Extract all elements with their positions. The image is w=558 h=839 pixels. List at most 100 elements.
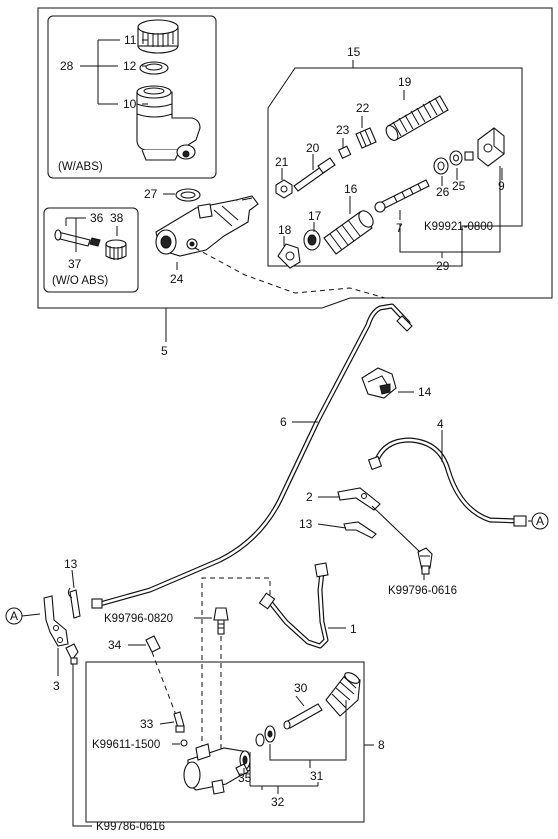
callout-24: 24 bbox=[170, 272, 184, 286]
callout-26: 26 bbox=[436, 185, 450, 199]
reservoir-with-abs-box bbox=[47, 15, 217, 179]
callout-2: 2 bbox=[306, 490, 313, 504]
callout-1: 1 bbox=[350, 622, 357, 636]
release-boot-icon bbox=[325, 672, 361, 717]
callout-6: 6 bbox=[280, 415, 287, 429]
release-cylinder-body-icon bbox=[183, 743, 251, 795]
release-push-rod-icon bbox=[283, 703, 323, 730]
code-k99796-0820: K99796-0820 bbox=[104, 613, 173, 625]
callout-31: 31 bbox=[310, 769, 324, 783]
reservoir-seal-icon bbox=[139, 61, 169, 75]
clutch-pipe-1 bbox=[258, 562, 329, 649]
connection-dash-master-to-pipe bbox=[194, 247, 386, 299]
connection-dash-release-to-pipe bbox=[201, 577, 271, 750]
callout-12: 12 bbox=[123, 59, 137, 73]
piston-seal-icon bbox=[303, 229, 321, 251]
callout-14: 14 bbox=[418, 385, 432, 399]
callout-20: 20 bbox=[306, 141, 320, 155]
callout-29: 29 bbox=[436, 259, 450, 273]
hose-bracket-icon bbox=[337, 487, 381, 511]
bleeder-screw-icon bbox=[173, 711, 185, 733]
code-k99611-1500: K99611-1500 bbox=[92, 739, 160, 751]
bleeder-cap-icon bbox=[145, 635, 161, 653]
mounting-bolt-right-icon bbox=[417, 547, 433, 575]
callout-37: 37 bbox=[68, 257, 82, 271]
callout-27: 27 bbox=[144, 187, 158, 201]
small-washer-icon bbox=[337, 145, 352, 159]
washer-icon bbox=[433, 157, 449, 175]
callout-4: 4 bbox=[437, 417, 444, 431]
callout-8: 8 bbox=[378, 738, 385, 752]
connection-dash-bleeder bbox=[151, 651, 177, 716]
reservoir-cap-icon bbox=[137, 19, 179, 54]
reference-a-right: A bbox=[531, 512, 549, 530]
callout-13-left: 13 bbox=[64, 557, 78, 571]
callout-10: 10 bbox=[123, 97, 137, 111]
crush-washer-icon bbox=[449, 150, 463, 166]
gasket-ring-icon bbox=[175, 188, 201, 202]
code-k99796-0616: K99796-0616 bbox=[388, 585, 457, 597]
dust-boot-icon bbox=[277, 243, 301, 269]
push-rod-icon bbox=[293, 157, 336, 192]
reservoir-tank-icon bbox=[136, 85, 201, 161]
callout-labels: 11 28 12 10 (W/ABS) 15 19 22 23 20 21 16… bbox=[52, 33, 505, 833]
master-cylinder-kit-box bbox=[267, 67, 523, 267]
mounting-bolt-center-icon bbox=[213, 607, 229, 635]
callout-3: 3 bbox=[53, 679, 60, 693]
callout-18: 18 bbox=[278, 223, 292, 237]
callout-17: 17 bbox=[308, 209, 322, 223]
lock-nut-icon bbox=[275, 179, 293, 199]
cup-seal-icon bbox=[355, 127, 377, 149]
callout-30: 30 bbox=[294, 681, 308, 695]
callout-16: 16 bbox=[344, 182, 358, 196]
pipe-clip-icon bbox=[361, 367, 397, 399]
code-k99921-0800: K99921-0800 bbox=[424, 221, 493, 233]
reference-a-left-label: A bbox=[10, 609, 18, 623]
banjo-union-icon bbox=[477, 127, 505, 167]
steel-ball-icon bbox=[180, 739, 188, 747]
reference-a-left: A bbox=[5, 607, 23, 625]
piston-icon bbox=[323, 210, 374, 255]
small-nut-icon bbox=[464, 151, 474, 161]
bolt-icon bbox=[374, 179, 430, 213]
without-abs-note: (W/O ABS) bbox=[52, 275, 108, 287]
release-seal-icon bbox=[255, 725, 276, 747]
hose-connector-icon bbox=[54, 229, 101, 247]
clutch-pipe-6 bbox=[91, 303, 413, 609]
release-cylinder-box bbox=[85, 661, 365, 823]
hose-clip-right-icon bbox=[343, 521, 377, 539]
callout-15: 15 bbox=[347, 45, 361, 59]
callout-35: 35 bbox=[238, 771, 252, 785]
callout-33: 33 bbox=[140, 717, 154, 731]
reference-a-right-label: A bbox=[536, 514, 544, 528]
pipe-bracket-left-icon bbox=[43, 595, 69, 647]
spring-icon bbox=[385, 95, 449, 141]
spring-clip-icon bbox=[235, 763, 249, 777]
callout-11: 11 bbox=[124, 33, 137, 47]
with-abs-note: (W/ABS) bbox=[58, 161, 103, 173]
callout-32: 32 bbox=[271, 795, 285, 809]
callout-36: 36 bbox=[90, 211, 104, 225]
callout-38: 38 bbox=[110, 211, 124, 225]
callout-9: 9 bbox=[498, 179, 505, 193]
callout-5: 5 bbox=[161, 344, 168, 358]
pipe-clip-left-icon bbox=[67, 587, 81, 619]
master-cylinder-group-frame bbox=[37, 7, 553, 309]
callout-25: 25 bbox=[452, 179, 466, 193]
small-reservoir-cap-icon bbox=[105, 239, 127, 260]
mounting-bolt-left-icon bbox=[65, 643, 79, 665]
callout-28: 28 bbox=[60, 59, 74, 73]
leader-lines bbox=[21, 39, 532, 827]
clutch-hose-4 bbox=[367, 437, 527, 527]
callout-22: 22 bbox=[356, 101, 370, 115]
master-cylinder-body-icon bbox=[155, 195, 259, 257]
code-k99786-0616: K99786-0616 bbox=[96, 821, 165, 833]
callout-21: 21 bbox=[275, 155, 289, 169]
callout-34: 34 bbox=[108, 638, 122, 652]
callout-13-right: 13 bbox=[299, 517, 313, 531]
callout-23: 23 bbox=[336, 123, 350, 137]
reservoir-without-abs-box bbox=[43, 207, 139, 293]
callout-7: 7 bbox=[396, 221, 403, 235]
callout-19: 19 bbox=[398, 75, 412, 89]
